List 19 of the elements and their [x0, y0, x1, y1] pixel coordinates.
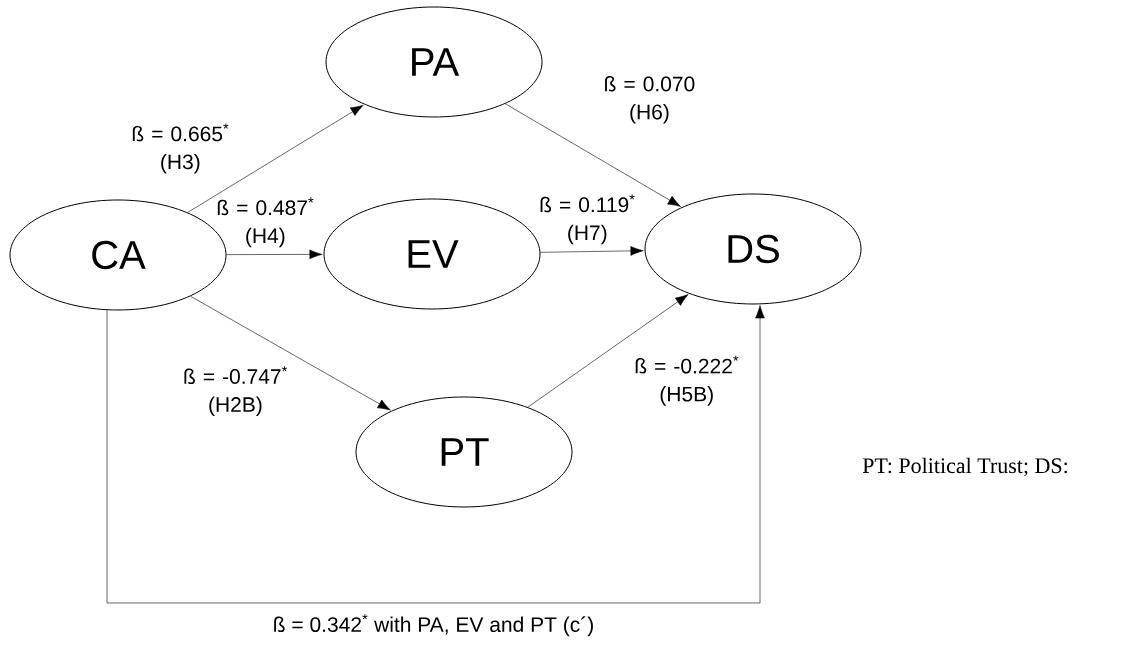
arrow — [505, 103, 681, 207]
arrow — [226, 249, 323, 260]
ellipse-node: PA — [325, 6, 543, 118]
edge-label: ß = 0.665$^{*}$ (H3) — [132, 123, 229, 174]
arrow — [106, 305, 765, 604]
ellipse-node: EV — [323, 198, 541, 310]
edge-label: ß = -0.747$^{*}$ (H2B) — [184, 366, 288, 417]
ellipse-node: PT — [355, 396, 573, 508]
arrow — [187, 104, 364, 213]
ellipse-node: DS — [644, 193, 862, 305]
arrow — [527, 294, 689, 408]
arrow — [190, 295, 391, 411]
arrow — [540, 246, 644, 256]
edge-label: ß = 0.119$^{*}$ (H7) — [540, 194, 635, 245]
edge-label: ß = 0.487$^{*}$ (H4) — [217, 197, 314, 248]
edge-label: ß = 0.070 (H6) — [605, 76, 695, 124]
edge-label: ß = -0.222$^{*}$ (H5B) — [635, 355, 739, 406]
legend-text: PT: Political Trust; DS: — [862, 457, 1067, 477]
edge-label: ß = 0.342$^{*}$ with PA, EV and PT (c´) — [274, 614, 593, 637]
